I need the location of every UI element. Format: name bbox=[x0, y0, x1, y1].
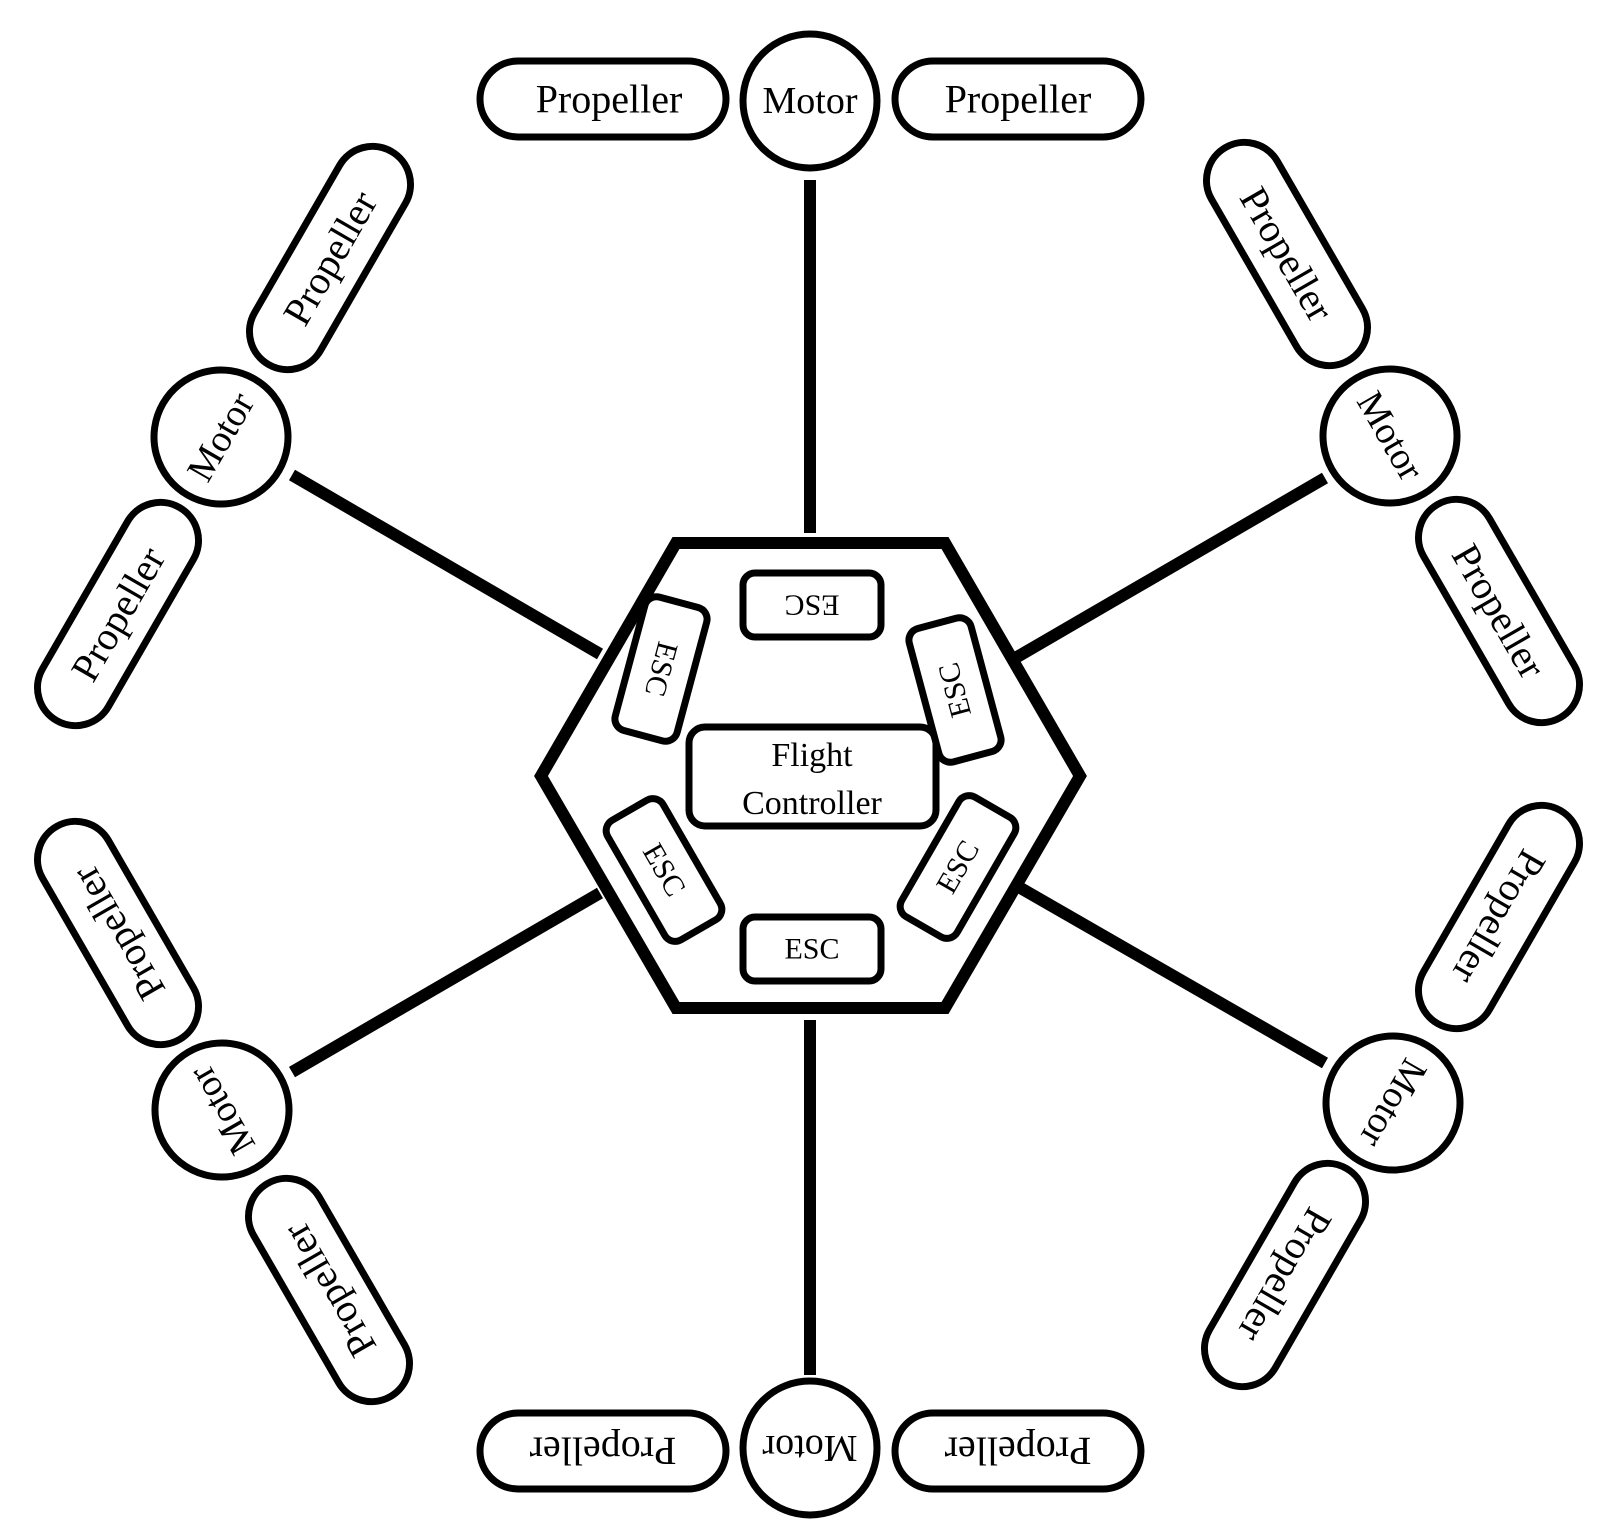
arm-upper-left bbox=[288, 469, 604, 660]
propeller-label: Propeller bbox=[530, 1429, 677, 1474]
motor: Motor bbox=[739, 1377, 881, 1519]
propeller: Propeller bbox=[476, 57, 730, 141]
arm-group-lower-left: Propeller Propeller Motor bbox=[34, 817, 413, 1406]
esc-box bbox=[739, 569, 885, 641]
esc-box bbox=[611, 593, 711, 745]
propeller: Propeller bbox=[1415, 801, 1583, 1033]
esc-bottom: ESC bbox=[739, 913, 885, 985]
esc-upper-right: ESC bbox=[905, 614, 1005, 766]
propeller-pill bbox=[246, 142, 414, 374]
propeller-pill bbox=[476, 57, 730, 141]
flight-controller-label-line2: Controller bbox=[742, 785, 882, 822]
propeller: Propeller bbox=[34, 817, 202, 1049]
motor-circle bbox=[151, 1039, 293, 1181]
propeller-pill bbox=[245, 1174, 413, 1406]
esc-upper-left: ESC bbox=[611, 593, 711, 745]
propeller: Propeller bbox=[1201, 1159, 1369, 1391]
esc-box bbox=[602, 795, 726, 945]
arm-group-upper-left: Propeller Propeller Motor bbox=[34, 142, 414, 730]
propeller-pill bbox=[1201, 1159, 1369, 1391]
propeller-pill bbox=[34, 817, 202, 1049]
propeller: Propeller bbox=[1203, 138, 1371, 370]
propeller: Propeller bbox=[476, 1409, 730, 1493]
motor-circle bbox=[739, 30, 881, 172]
motor-circle bbox=[1322, 1032, 1464, 1174]
arms bbox=[288, 180, 1329, 1375]
propeller-label: Propeller bbox=[945, 1429, 1092, 1474]
motor-label: Motor bbox=[763, 80, 858, 122]
motor: Motor bbox=[739, 30, 881, 172]
flight-controller-box bbox=[685, 723, 940, 830]
motor: Motor bbox=[151, 1039, 293, 1181]
propeller-pill bbox=[891, 1409, 1145, 1493]
propeller: Propeller bbox=[891, 57, 1145, 141]
arm-lower-left bbox=[288, 887, 604, 1078]
propeller-pill bbox=[1203, 138, 1371, 370]
propeller-label: Propeller bbox=[945, 77, 1092, 122]
arm-group-bottom: Propeller Propeller Motor bbox=[476, 1377, 1145, 1519]
motor: Motor bbox=[1322, 1032, 1464, 1174]
motor-circle bbox=[739, 1377, 881, 1519]
propeller: Propeller bbox=[891, 1409, 1145, 1493]
propeller: Propeller bbox=[1415, 495, 1583, 727]
propeller-pill bbox=[34, 498, 202, 730]
motor-label: Motor bbox=[762, 1427, 857, 1469]
flight-controller: Flight Controller bbox=[685, 723, 940, 830]
esc-top: ESC bbox=[739, 569, 885, 641]
esc-label: ESC bbox=[784, 933, 839, 966]
propeller-label: Propeller bbox=[536, 77, 683, 122]
arm-group-lower-right: Propeller Propeller Motor bbox=[1201, 801, 1583, 1391]
propeller: Propeller bbox=[34, 498, 202, 730]
arm-lower-right bbox=[1014, 880, 1328, 1069]
propeller-pill bbox=[891, 57, 1145, 141]
propeller: Propeller bbox=[246, 142, 414, 374]
propeller-pill bbox=[1415, 801, 1583, 1033]
motor-circle bbox=[150, 366, 292, 508]
esc-box bbox=[896, 792, 1020, 942]
propeller-pill bbox=[476, 1409, 730, 1493]
propeller-pill bbox=[1415, 495, 1583, 727]
esc-box bbox=[905, 614, 1005, 766]
propeller: Propeller bbox=[245, 1174, 413, 1406]
arm-group-top: Propeller Propeller Motor bbox=[476, 30, 1145, 172]
esc-label: ESC bbox=[784, 589, 839, 622]
esc-lower-left: ESC bbox=[602, 795, 726, 945]
motor-circle bbox=[1319, 365, 1461, 507]
esc-box bbox=[739, 913, 885, 985]
flight-controller-label-line1: Flight bbox=[771, 737, 853, 774]
arm-upper-right bbox=[1013, 472, 1329, 663]
arm-group-upper-right: Propeller Propeller Motor bbox=[1203, 138, 1583, 727]
motor: Motor bbox=[150, 366, 292, 508]
esc-lower-right: ESC bbox=[896, 792, 1020, 942]
motor: Motor bbox=[1319, 365, 1461, 507]
